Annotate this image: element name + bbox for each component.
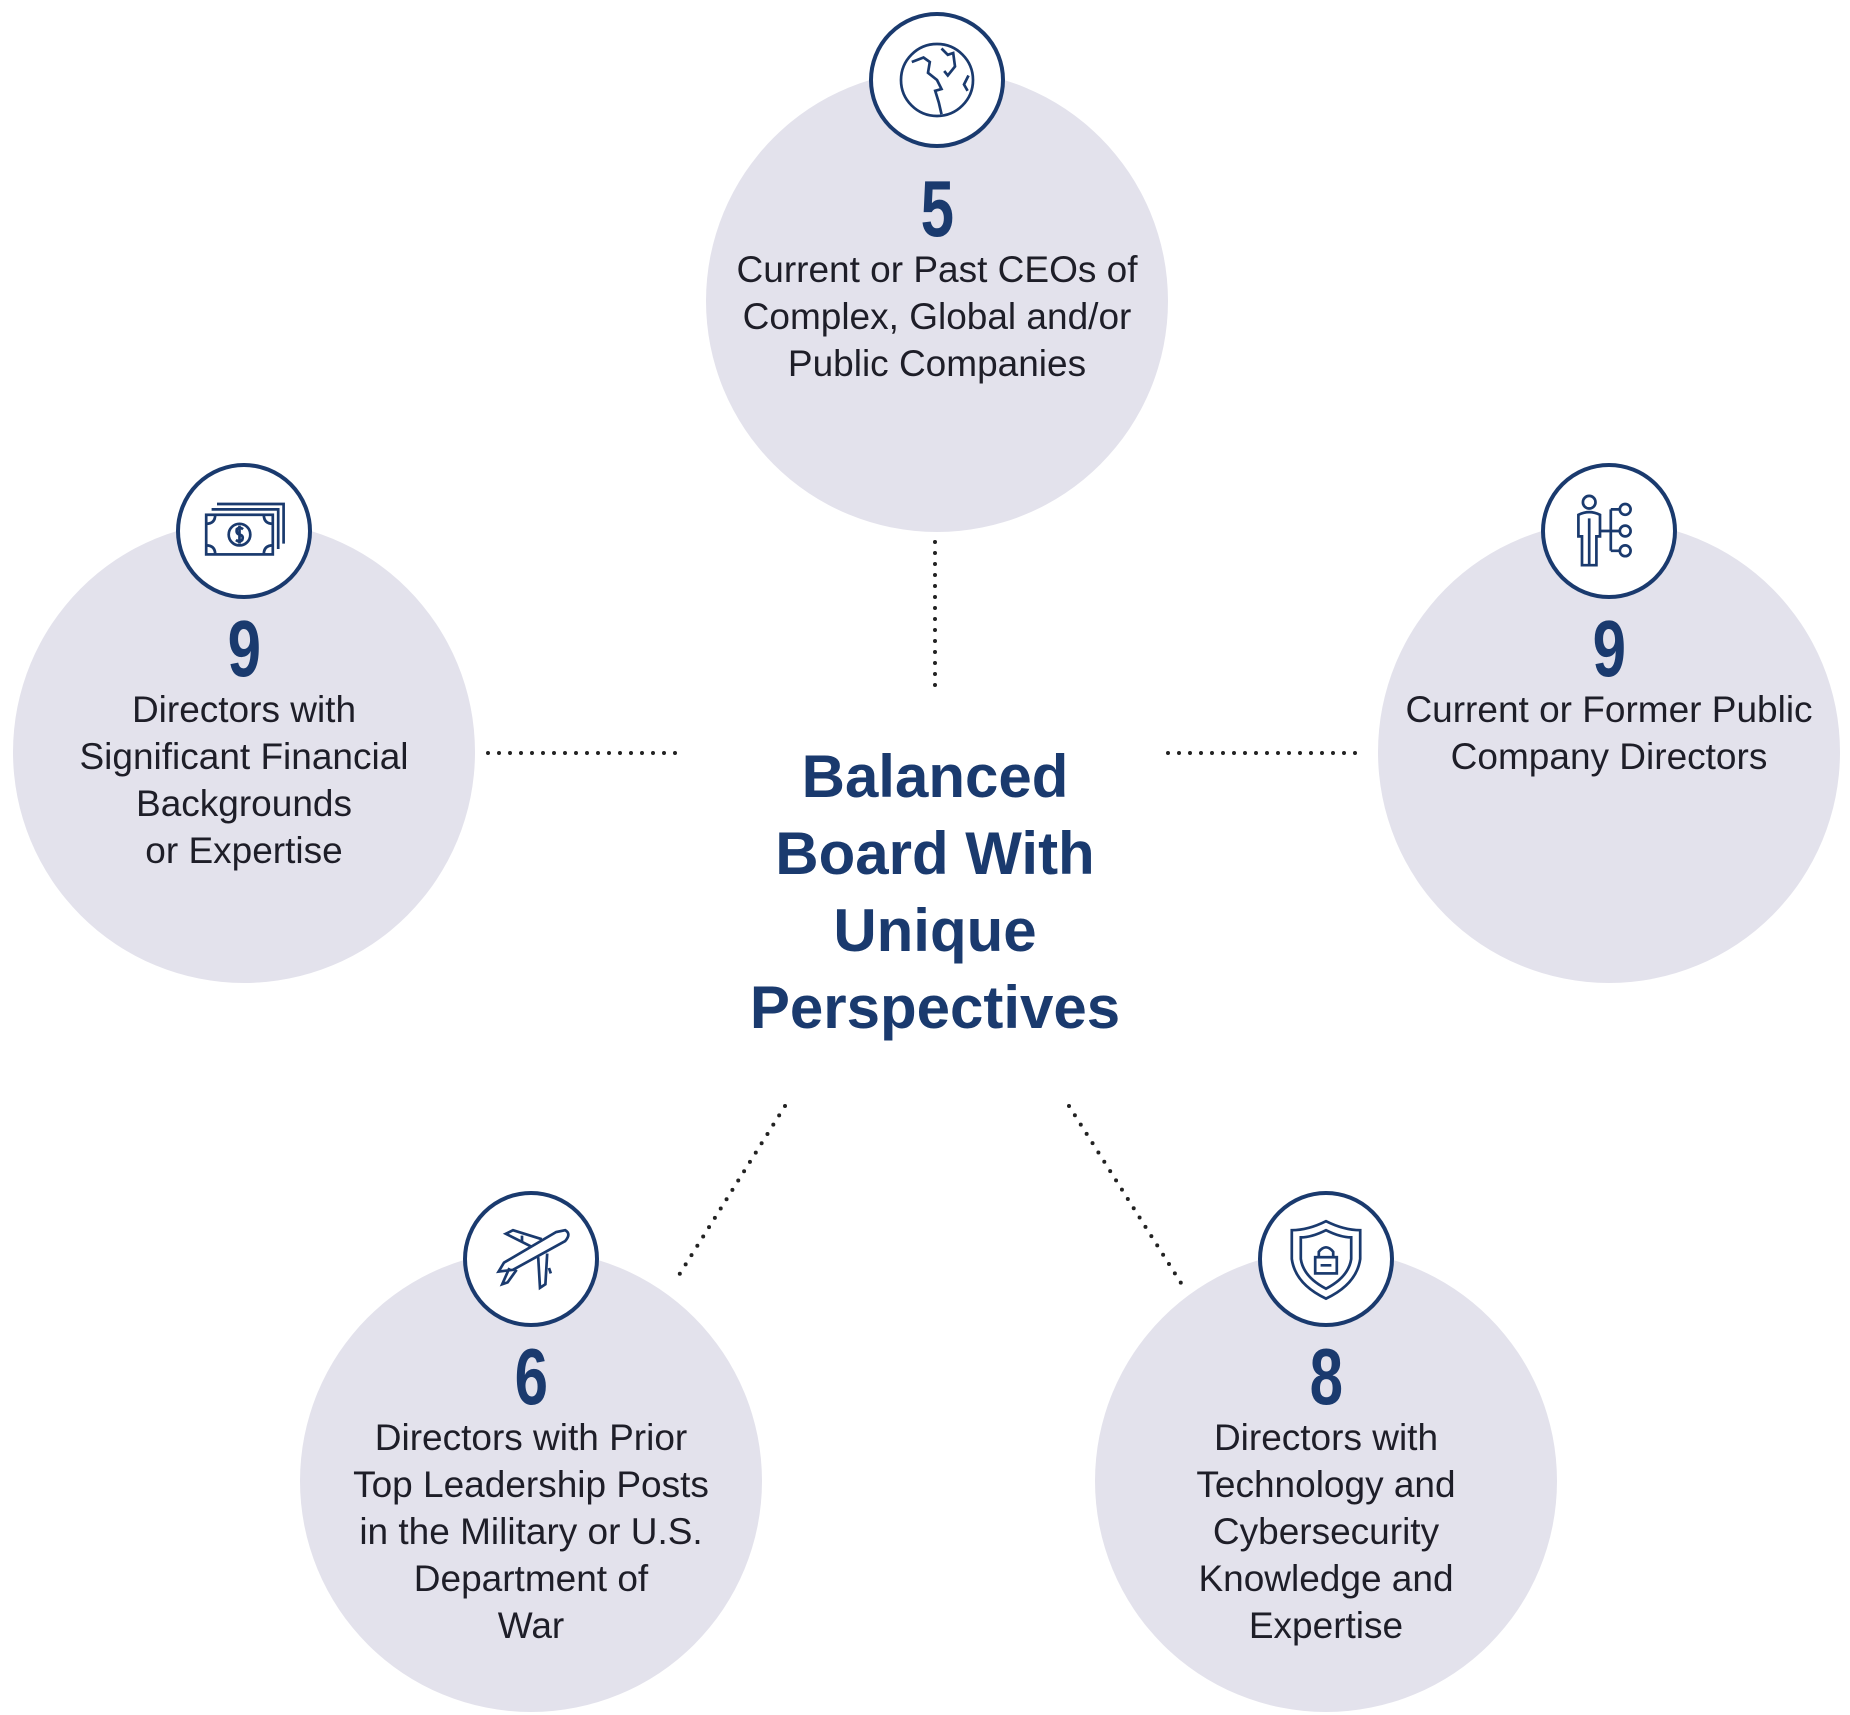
item-text: or Expertise xyxy=(145,830,343,871)
item-number: 9 xyxy=(227,604,261,693)
item-text: Directors with xyxy=(131,689,357,730)
globe-icon xyxy=(869,12,1005,148)
item-cyber: 8 Directors with Technology and Cybersec… xyxy=(1106,1332,1546,1649)
item-text: War xyxy=(497,1605,565,1646)
center-title-line: Perspectives xyxy=(749,974,1121,1041)
item-public-directors: 9 Current or Former Public Company Direc… xyxy=(1389,604,1829,780)
item-text: Cybersecurity xyxy=(1212,1511,1440,1552)
item-number: 6 xyxy=(514,1332,548,1421)
airplane-icon xyxy=(463,1191,599,1327)
center-title-line: Board With xyxy=(775,820,1095,887)
item-military: 6 Directors with Prior Top Leadership Po… xyxy=(311,1332,751,1649)
item-text: Top Leadership Posts xyxy=(353,1464,709,1505)
item-number: 8 xyxy=(1309,1332,1343,1421)
bubble-cyber xyxy=(1095,1250,1557,1712)
item-number: 5 xyxy=(920,164,954,253)
item-text: Current or Former Public xyxy=(1405,689,1813,730)
item-text: Company Directors xyxy=(1450,736,1768,777)
item-text: Technology and xyxy=(1196,1464,1456,1505)
center-title-line: Balanced xyxy=(801,743,1069,810)
item-text: Complex, Global and/or xyxy=(742,296,1132,337)
item-text: Public Companies xyxy=(787,343,1087,384)
shield-lock-icon xyxy=(1258,1191,1394,1327)
money-icon xyxy=(176,463,312,599)
item-text: Department of xyxy=(413,1558,649,1599)
item-text: Knowledge and xyxy=(1198,1558,1454,1599)
item-text: Current or Past CEOs of xyxy=(736,249,1138,290)
center-title: Balanced Board With Unique Perspectives xyxy=(685,738,1185,1046)
item-text: Backgrounds xyxy=(136,783,352,824)
item-ceos: 5 Current or Past CEOs of Complex, Globa… xyxy=(717,164,1157,387)
item-text: Directors with xyxy=(1213,1417,1439,1458)
bubble-military xyxy=(300,1250,762,1712)
item-number: 9 xyxy=(1592,604,1626,693)
connector-bottom-left xyxy=(672,1104,787,1285)
center-title-line: Unique xyxy=(833,897,1037,964)
item-text: Significant Financial xyxy=(79,736,409,777)
item-text: Directors with Prior xyxy=(374,1417,688,1458)
connector-bottom-right xyxy=(1067,1104,1183,1285)
item-text: in the Military or U.S. xyxy=(359,1511,703,1552)
item-text: Expertise xyxy=(1248,1605,1404,1646)
director-network-icon xyxy=(1541,463,1677,599)
item-financial: 9 Directors with Significant Financial B… xyxy=(24,604,464,874)
